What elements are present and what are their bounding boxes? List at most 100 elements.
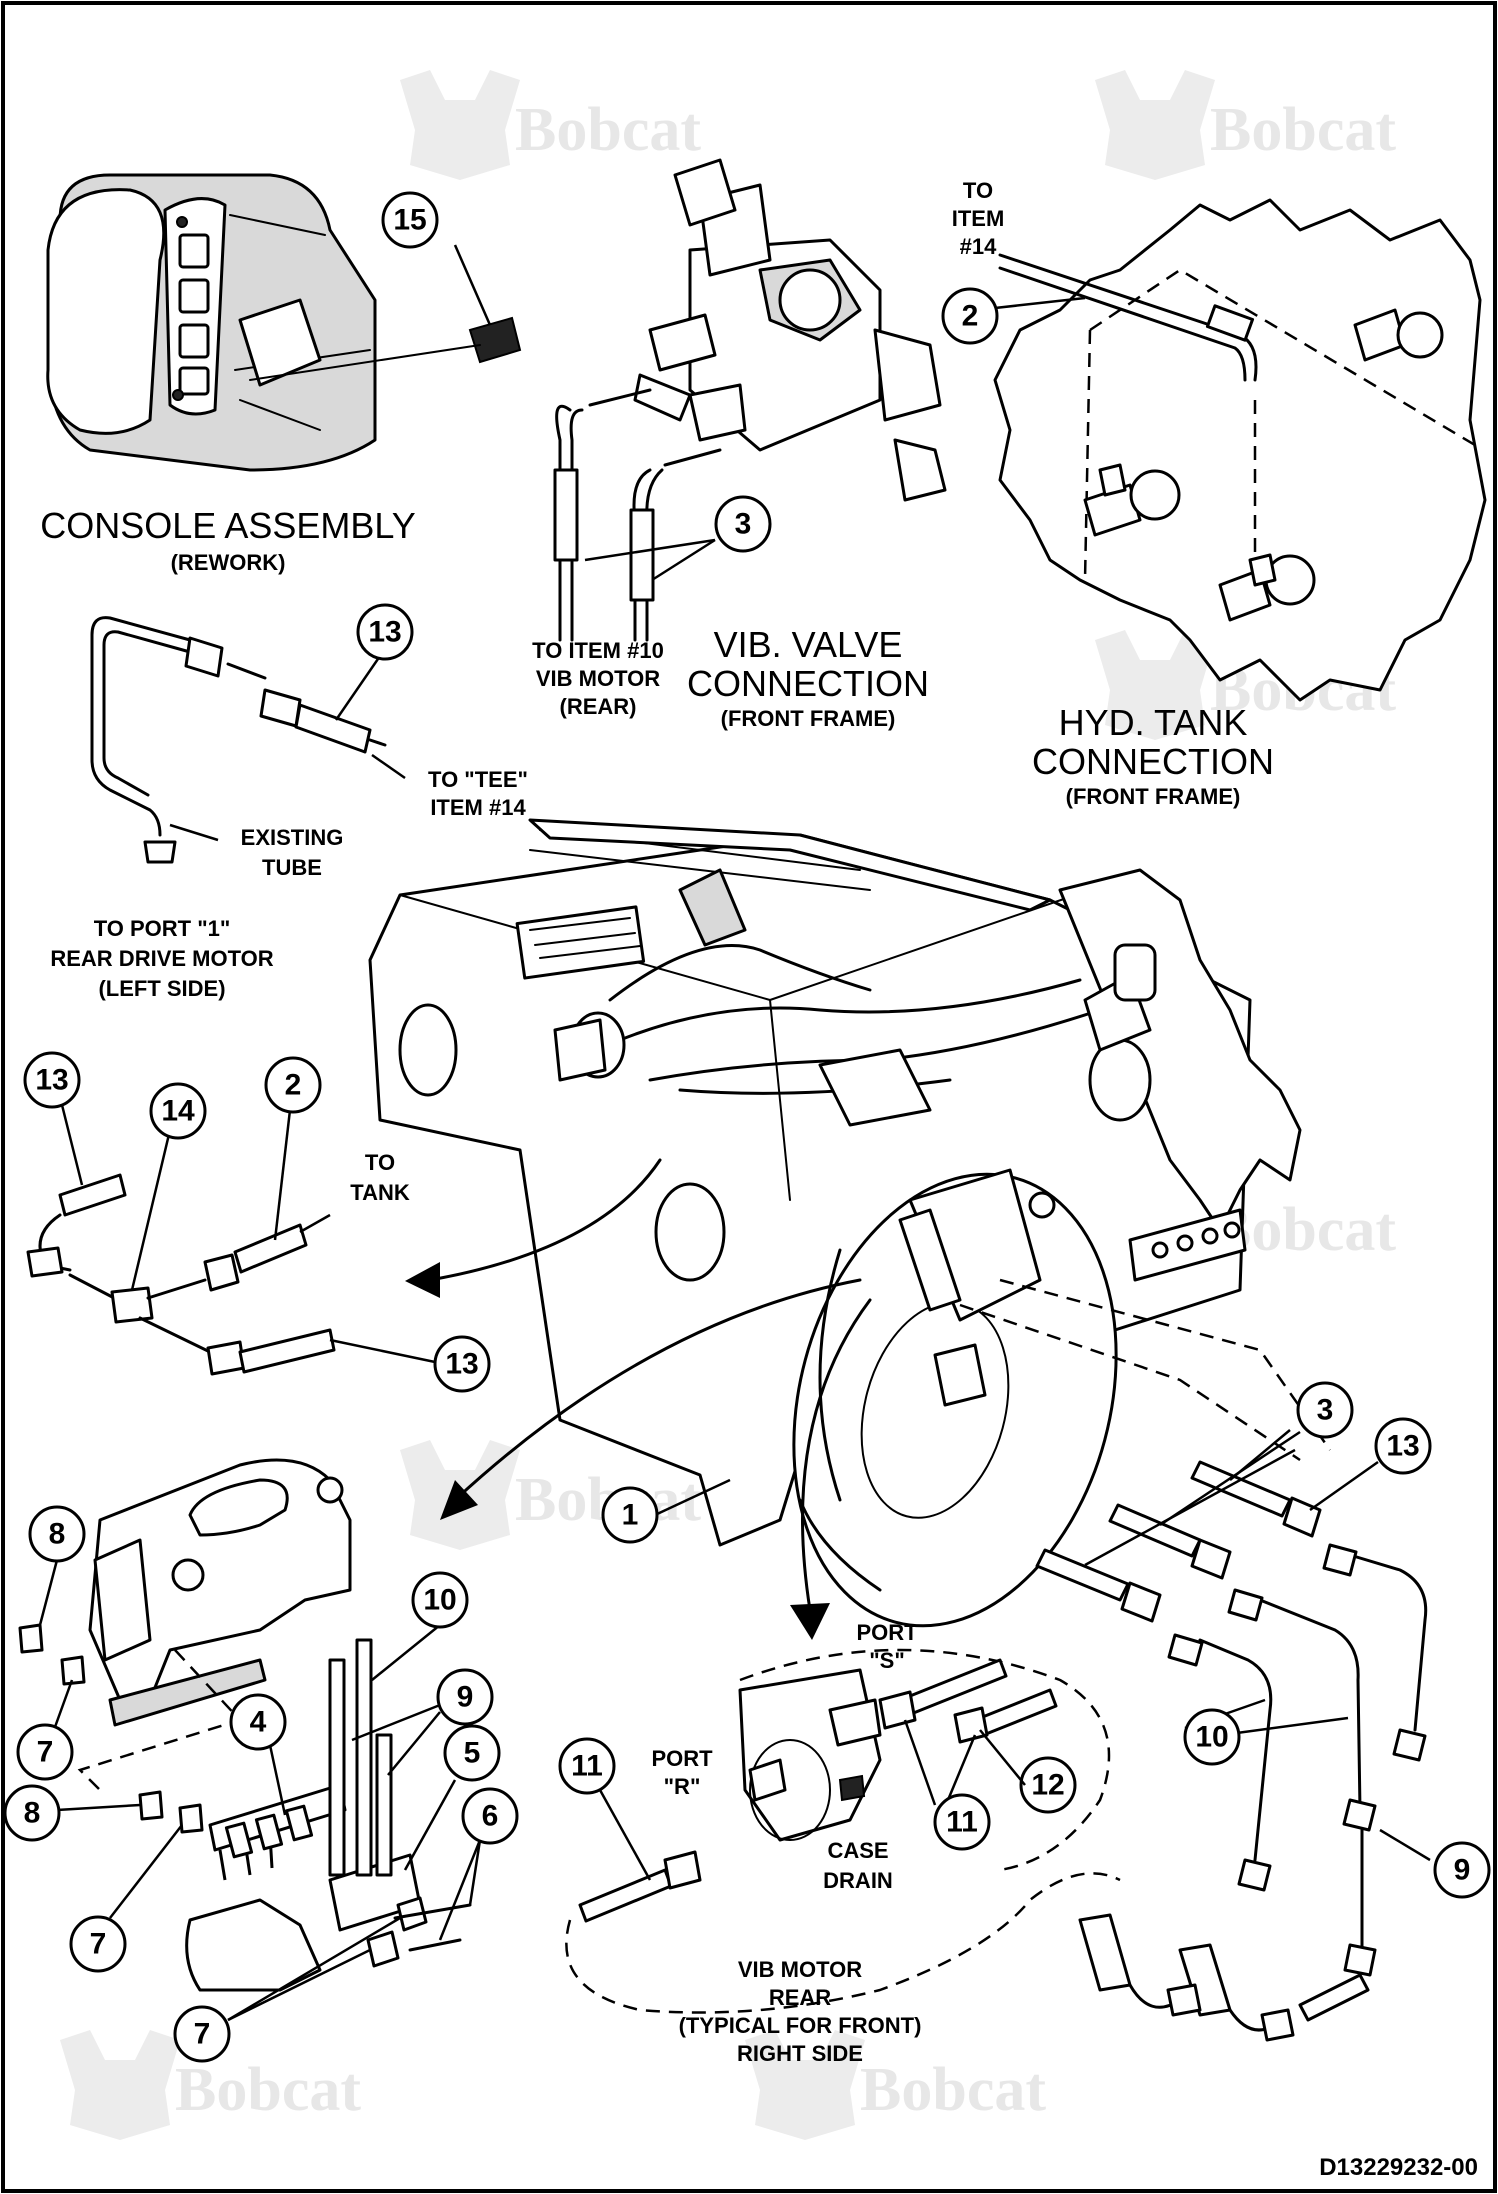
hyd-tank-subtitle: (FRONT FRAME) [1066,784,1241,809]
vib-valve-subtitle: (FRONT FRAME) [721,706,896,731]
port-r-label-1: PORT [651,1746,713,1771]
tank-fitting-1 [1353,308,1444,362]
to-port1-label-3: (LEFT SIDE) [98,976,225,1001]
console-switch-part [249,316,522,381]
vib-motor-rear-label-1: VIB MOTOR [738,1957,862,1982]
balloon-item-7-top: 7 [16,1723,74,1781]
hyd-tank-title-2: CONNECTION [1032,741,1274,782]
to-item14-label-1: TO [963,178,993,203]
console-assembly-title: CONSOLE ASSEMBLY [40,505,415,546]
svg-text:3: 3 [735,508,752,541]
existing-tube-illustration [90,616,387,864]
to-tank-label-1: TO [365,1150,395,1175]
to-port1-label-2: REAR DRIVE MOTOR [50,946,273,971]
svg-text:7: 7 [194,2018,211,2051]
bobcat-logo-icon [1095,630,1215,740]
balloon-item-3-right: 3 [1296,1381,1354,1439]
existing-tube-label-1: EXISTING [241,825,344,850]
svg-text:6: 6 [482,1800,499,1833]
balloon-item-3-top: 3 [714,495,772,553]
svg-text:14: 14 [161,1095,195,1128]
svg-text:9: 9 [1454,1854,1471,1887]
svg-text:11: 11 [571,1750,603,1783]
balloon-item-12: 12 [1019,1756,1077,1814]
svg-text:4: 4 [250,1706,267,1739]
svg-text:9: 9 [457,1681,474,1714]
to-item10-label-2: VIB MOTOR [536,666,660,691]
svg-text:2: 2 [962,300,979,333]
to-port1-label-1: TO PORT "1" [94,916,231,941]
to-item14-label-3: #14 [960,234,997,259]
balloon-item-11-left: 11 [558,1737,616,1795]
drawing-number: D13229232-00 [1319,2154,1478,2181]
vib-motor-hoses-illustration [565,1460,1428,2042]
svg-text:2: 2 [285,1069,302,1102]
svg-text:15: 15 [393,204,426,237]
hyd-tank-title-1: HYD. TANK [1059,702,1248,743]
vib-motor-rear-label-3: (TYPICAL FOR FRONT) [679,2013,922,2038]
svg-text:12: 12 [1031,1769,1064,1802]
vib-valve-title-1: VIB. VALVE [714,624,903,665]
vib-valve-title-2: CONNECTION [687,663,929,704]
vib-valve-hoses [553,388,722,642]
svg-text:5: 5 [464,1737,481,1770]
vib-motor-rear-label-2: REAR [769,1985,831,2010]
bobcat-logo-icon [1095,70,1215,180]
tank-fitting-3 [1218,553,1316,622]
port-s-label-2: "S" [869,1648,905,1673]
balloon-item-1: 1 [601,1486,659,1544]
svg-text:13: 13 [1386,1430,1419,1463]
port-r-label-2: "R" [664,1774,701,1799]
to-tee-label-2: ITEM #14 [430,795,526,820]
svg-text:13: 13 [445,1348,478,1381]
balloon-item-10-bracket: 9 [436,1668,494,1726]
balloon-item-13-b: 13 [23,1051,81,1109]
balloon-item-9-right: 9 [1433,1841,1491,1899]
balloon-item-15: 15 [381,191,439,249]
hyd-tank-illustration [993,198,1487,702]
svg-text:13: 13 [35,1064,68,1097]
balloon-item-10-right: 10 [1183,1708,1241,1766]
tank-fitting-2 [1083,463,1181,537]
vib-motor-rear-label-4: RIGHT SIDE [737,2041,863,2066]
bobcat-logo-icon [60,2030,180,2140]
existing-tube-label-2: TUBE [262,855,322,880]
svg-text:Bobcat: Bobcat [175,2056,361,2124]
svg-text:1: 1 [622,1499,639,1532]
bobcat-watermark-6: Bobcat [60,2030,361,2140]
to-tank-label-2: TANK [350,1180,410,1205]
detail-arrow-left [405,1158,662,1298]
svg-text:3: 3 [1317,1394,1334,1427]
svg-text:7: 7 [90,1928,107,1961]
bobcat-logo-icon [400,70,520,180]
bobcat-watermark-2: Bobcat [1095,70,1396,180]
svg-text:Bobcat: Bobcat [860,2056,1046,2124]
svg-text:10: 10 [423,1584,456,1617]
bobcat-watermark-7: Bobcat [745,2030,1046,2140]
detail-arrow-down [790,1298,872,1640]
console-assembly-subtitle: (REWORK) [171,550,286,575]
tee-assembly-illustration [26,1173,336,1376]
balloon-item-14: 14 [149,1082,207,1140]
to-item14-label-2: ITEM [952,206,1005,231]
case-drain-label-2: DRAIN [823,1868,893,1893]
case-drain-label-1: CASE [827,1838,888,1863]
balloon-item-8-top: 8 [28,1505,86,1563]
svg-text:Bobcat: Bobcat [1210,96,1396,164]
balloon-item-7-bottom: 7 [173,2005,231,2063]
to-tee-label-1: TO "TEE" [428,767,528,792]
port-s-label-1: PORT [856,1620,918,1645]
balloon-item-13-d: 13 [1374,1417,1432,1475]
balloon-item-7-mid: 7 [69,1915,127,1973]
detail-arrow-lower-left [440,1278,862,1520]
machine-front-frame-illustration [368,818,1332,1628]
balloon-item-8-bottom: 8 [3,1784,61,1842]
svg-text:11: 11 [946,1806,978,1839]
bobcat-logo-icon [745,2030,865,2140]
vib-valve-illustration [633,158,947,502]
balloon-item-4: 4 [229,1693,287,1751]
motor-bracket-illustration [18,1458,472,1992]
